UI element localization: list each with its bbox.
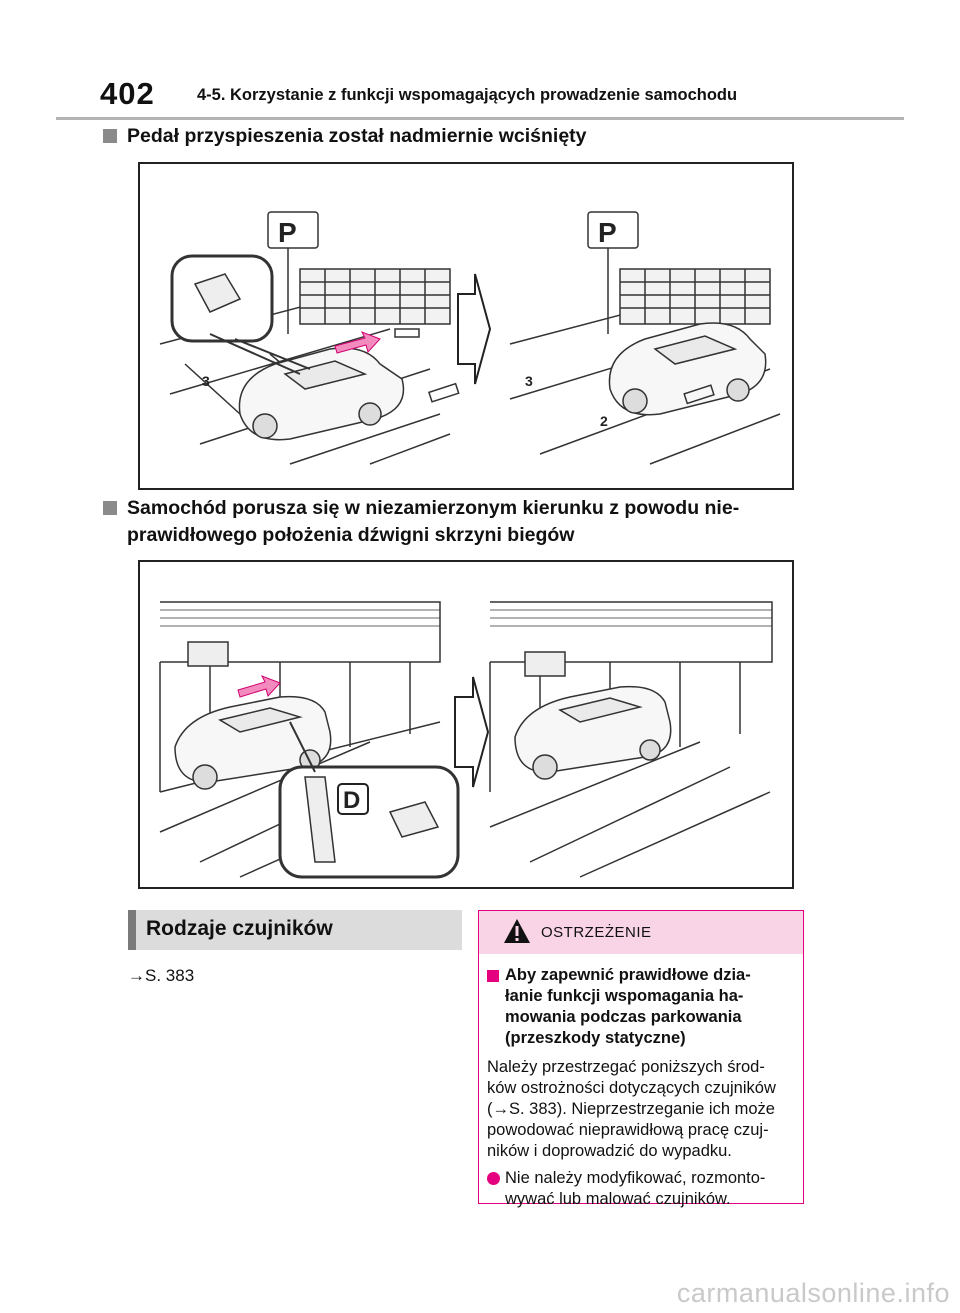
page-header: 402 4-5. Korzystanie z funkcji wspomagaj… [100, 74, 860, 114]
sensors-reference[interactable]: →S. 383 [128, 966, 194, 986]
header-rule [56, 117, 904, 120]
section-title-gear: Samochód porusza się w niezamierzonym ki… [103, 495, 740, 549]
warning-bullet-line: Nie należy modyfikować, rozmonto- [505, 1169, 766, 1187]
warning-paragraph-line: ników i doprowadzić do wypadku. [487, 1142, 732, 1160]
motion-arrow-icon [334, 331, 381, 354]
ref-arrow-icon: → [128, 966, 145, 985]
warning-body: Aby zapewnić prawidłowe dzia- łanie funk… [487, 965, 797, 1210]
parking-sign-right: P [598, 217, 617, 248]
warning-heading: Aby zapewnić prawidłowe dzia- łanie funk… [487, 965, 797, 1049]
watermark: carmanualsonline.info [676, 1278, 950, 1308]
warning-paragraph-line: powodować nieprawidłową pracę czuj- [487, 1121, 769, 1139]
warning-paragraph-line: ków ostrożności dotyczących czujników [487, 1079, 776, 1097]
sensors-ref-link[interactable]: S. 383 [145, 966, 195, 985]
sensors-title: Rodzaje czujników [146, 917, 333, 940]
warning-paragraph: Należy przestrzegać poniższych środ- ków… [487, 1057, 797, 1162]
figure-accelerator-illustration: P P 3 3 2 [159, 211, 781, 465]
arrow-right-icon [454, 676, 490, 788]
warning-header: OSTRZEŻENIE [479, 911, 803, 954]
warning-heading-line: łanie funkcji wspomagania ha- [505, 987, 744, 1005]
warning-bullet-line: wywać lub malować czujników. [505, 1190, 731, 1208]
warning-bullet-item: Nie należy modyfikować, rozmonto- wywać … [487, 1168, 797, 1210]
page-number: 402 [100, 76, 155, 111]
warning-title: OSTRZEŻENIE [541, 924, 652, 941]
warning-box: OSTRZEŻENIE Aby zapewnić prawidłowe dzia… [478, 910, 804, 1208]
chapter-title: 4-5. Korzystanie z funkcji wspomagającyc… [197, 86, 738, 104]
figure-gear: D [138, 560, 794, 889]
slot-number-2: 2 [600, 413, 608, 429]
warning-heading-line: (przeszkody statyczne) [505, 1029, 686, 1047]
slot-number-left: 3 [202, 373, 210, 389]
warning-heading-line: Aby zapewnić prawidłowe dzia- [505, 966, 751, 984]
section-title-text: Pedał przyspieszenia został nadmiernie w… [127, 125, 587, 147]
section-title-accelerator: Pedał przyspieszenia został nadmiernie w… [103, 123, 587, 150]
warning-heading-bullet-icon [487, 970, 499, 982]
figure-gear-illustration: D [159, 601, 773, 879]
warning-paragraph-line: Należy przestrzegać poniższych środ- [487, 1058, 765, 1076]
warning-heading-line: mowania podczas parkowania [505, 1008, 742, 1026]
gear-label-d: D [343, 787, 360, 814]
section-bullet-icon [103, 129, 117, 143]
motion-arrow-icon [237, 675, 281, 698]
section-title-line: prawidłowego położenia dźwigni skrzyni b… [127, 524, 575, 546]
parking-sign-left: P [278, 217, 297, 248]
warning-paragraph-line: (→S. 383). Nieprzestrzeganie ich może [487, 1100, 775, 1118]
warning-triangle-icon [504, 919, 530, 943]
arrow-right-icon [457, 273, 492, 385]
sensors-subhead: Rodzaje czujników [128, 910, 462, 950]
figure-accelerator: P P 3 3 2 [138, 162, 794, 490]
section-title-line: Samochód porusza się w niezamierzonym ki… [127, 497, 740, 519]
section-bullet-icon [103, 501, 117, 515]
bullet-dot-icon [487, 1172, 500, 1185]
slot-number-right: 3 [525, 373, 533, 389]
